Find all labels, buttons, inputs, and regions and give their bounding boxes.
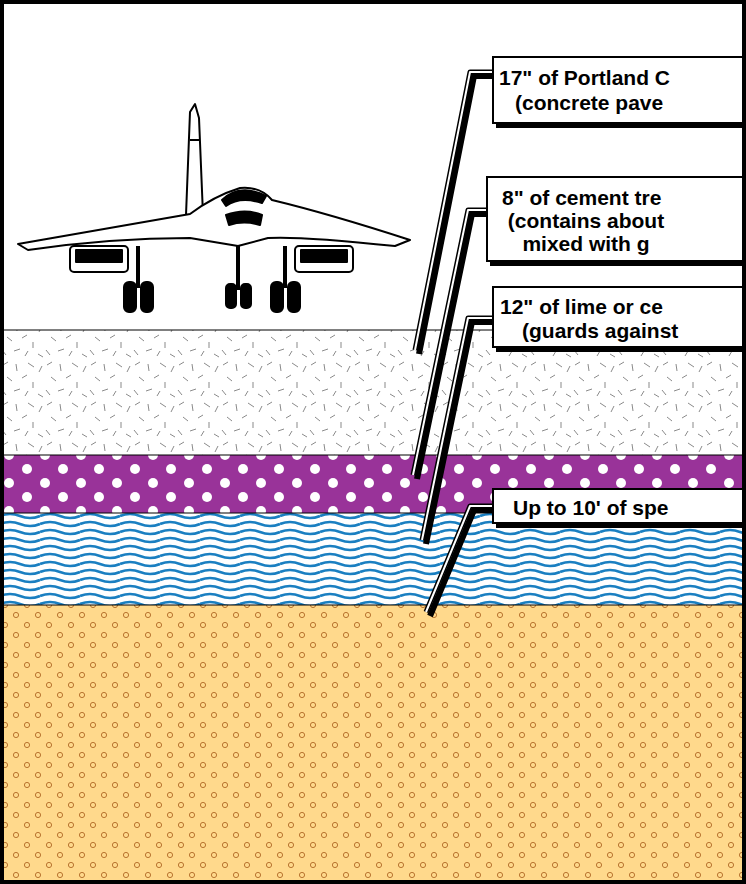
layer-note: (guards against: [522, 319, 678, 342]
right-intake: [301, 250, 347, 262]
concorde-aircraft: [18, 104, 410, 312]
right-engine: [295, 246, 353, 272]
callout-box: 17" of Portland C(concrete pave: [492, 56, 746, 124]
lime-treated-layer: [0, 513, 746, 605]
callout-box: Up to 10' of spe: [492, 488, 746, 524]
wheel: [241, 284, 251, 308]
layer-heading: 12" of lime or ce: [500, 295, 663, 318]
tail-fin: [186, 104, 203, 215]
layer-heading: Up to 10' of spe: [513, 496, 669, 519]
left-intake: [76, 250, 122, 262]
callout-box: 12" of lime or ce(guards against: [492, 286, 746, 348]
subgrade-layer: [0, 605, 746, 884]
nose-band: [226, 212, 262, 226]
fin-stripe: [190, 139, 199, 141]
layer-heading: 8" of cement tre: [502, 186, 661, 209]
wheel: [271, 282, 283, 312]
layer-heading: 17" of Portland C: [499, 66, 670, 89]
leader-line-core: [426, 506, 492, 612]
wheel: [124, 282, 136, 312]
nose-gear-strut: [236, 246, 240, 290]
leader-line: [426, 506, 492, 612]
wheel: [141, 282, 153, 312]
concrete-layer: [0, 330, 746, 455]
layer-note: (contains about mixed with g: [491, 209, 681, 255]
cockpit-windows: [222, 190, 266, 206]
leader-lines: [413, 72, 496, 616]
leader-shadow: [417, 214, 490, 479]
wheel: [288, 282, 300, 312]
wing-fuselage: [18, 188, 410, 250]
right-gear-strut: [283, 246, 287, 288]
wheel: [226, 284, 236, 308]
callout-box: 8" of cement tre(contains about mixed wi…: [486, 176, 746, 262]
left-gear-strut: [136, 246, 140, 288]
layer-note: (concrete pave: [515, 91, 663, 114]
layer-boundaries: [0, 455, 746, 605]
left-engine: [70, 246, 128, 272]
